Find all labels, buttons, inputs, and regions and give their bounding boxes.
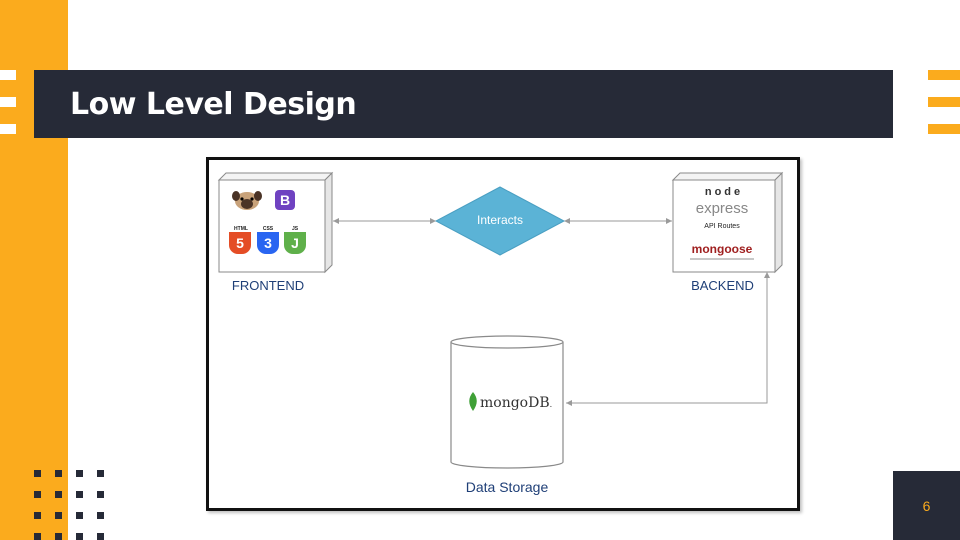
dot bbox=[34, 491, 41, 498]
dot bbox=[55, 533, 62, 540]
data-storage-cylinder bbox=[450, 335, 564, 469]
dot bbox=[55, 491, 62, 498]
api-routes-text: API Routes bbox=[704, 223, 740, 230]
mongodb-mark: . bbox=[549, 400, 553, 409]
html-caption: HTML bbox=[234, 226, 248, 232]
pug-logo-icon bbox=[231, 190, 263, 212]
bootstrap-logo-icon: B bbox=[275, 190, 295, 210]
css3-logo-icon: 3 bbox=[257, 232, 279, 254]
dot bbox=[76, 470, 83, 477]
html5-logo-icon: 5 bbox=[229, 232, 251, 254]
dot bbox=[97, 491, 104, 498]
backend-box bbox=[671, 171, 784, 274]
interacts-diamond bbox=[434, 186, 566, 256]
dot bbox=[76, 512, 83, 519]
interacts-label: Interacts bbox=[476, 213, 524, 227]
dot bbox=[34, 470, 41, 477]
frontend-box bbox=[217, 171, 334, 274]
dot bbox=[55, 512, 62, 519]
left-stripe bbox=[0, 124, 16, 134]
mongodb-leaf-icon bbox=[469, 392, 477, 411]
right-stripe bbox=[928, 124, 960, 134]
css-caption: CSS bbox=[262, 226, 274, 232]
dot bbox=[76, 491, 83, 498]
frontend-label: FRONTEND bbox=[231, 278, 305, 293]
left-stripe bbox=[0, 70, 16, 80]
slide-title: Low Level Design bbox=[70, 86, 357, 122]
dot bbox=[34, 533, 41, 540]
dot bbox=[97, 470, 104, 477]
javascript-logo-icon: J bbox=[284, 232, 306, 254]
right-stripe bbox=[928, 70, 960, 80]
dot bbox=[76, 533, 83, 540]
dot bbox=[97, 533, 104, 540]
title-bar: Low Level Design bbox=[34, 70, 893, 138]
left-stripe bbox=[0, 97, 16, 107]
page-number-box: 6 bbox=[893, 471, 960, 540]
dot bbox=[34, 512, 41, 519]
nodejs-logo: node bbox=[704, 186, 744, 198]
mongodb-text: mongoDB bbox=[480, 395, 550, 411]
right-stripe bbox=[928, 97, 960, 107]
mongoose-tagline bbox=[690, 258, 754, 260]
arrowheads bbox=[333, 218, 770, 406]
dot bbox=[55, 470, 62, 477]
express-logo: express bbox=[695, 200, 749, 217]
mongoose-logo: mongoose bbox=[691, 242, 753, 256]
mongodb-logo: mongoDB. bbox=[480, 395, 552, 411]
page-number: 6 bbox=[922, 497, 931, 514]
dot bbox=[97, 512, 104, 519]
connector-lines bbox=[333, 220, 768, 404]
data-storage-label: Data Storage bbox=[465, 479, 549, 495]
decorative-dot-grid bbox=[34, 470, 104, 540]
backend-label: BACKEND bbox=[691, 278, 754, 293]
js-caption: JS bbox=[291, 226, 299, 232]
